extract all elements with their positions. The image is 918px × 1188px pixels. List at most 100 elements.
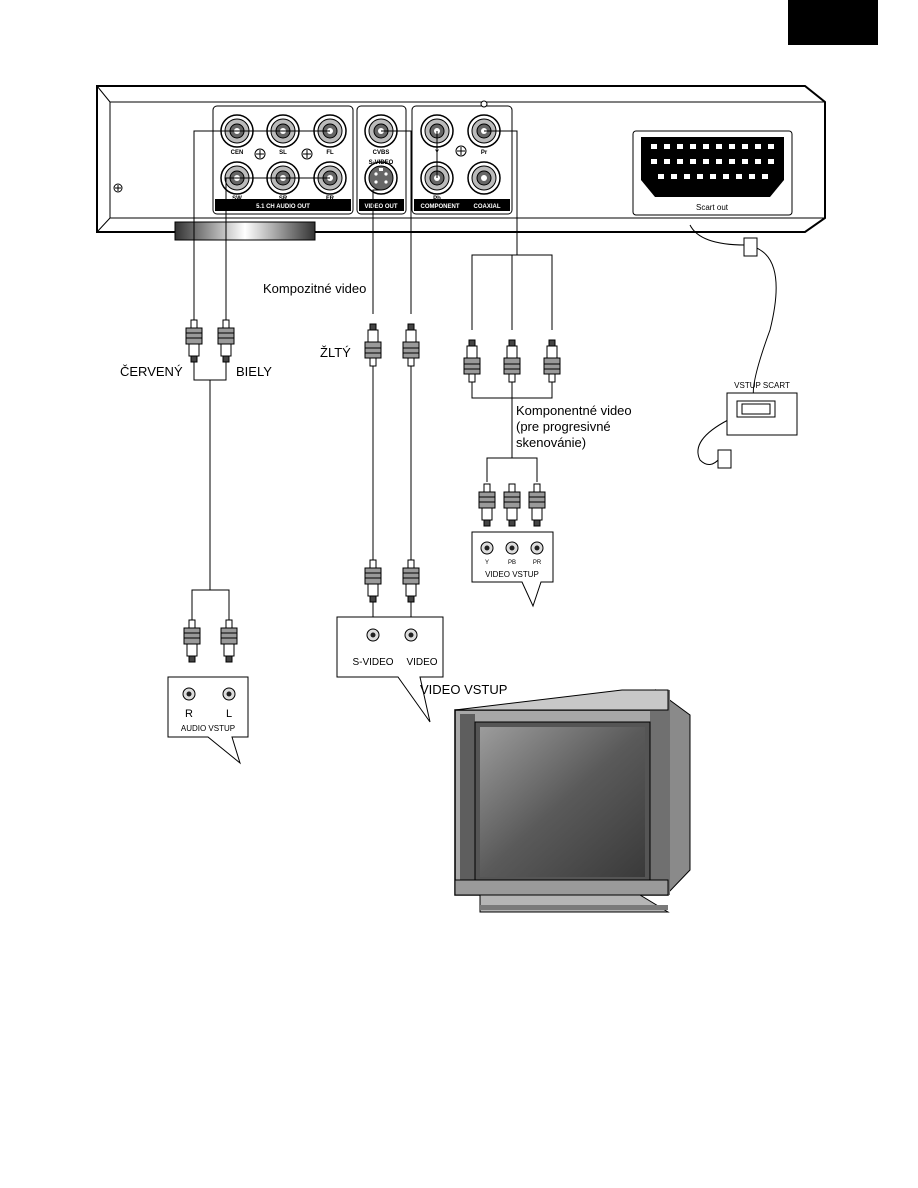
component-jack-label: Pb [433, 196, 441, 202]
component-out-group: COMPONENT COAXIAL Y Pr Pb [411, 100, 513, 215]
rca-plug-tv-video [402, 559, 420, 603]
scart-pin [768, 144, 774, 149]
tv-jack-label: VIDEO [406, 657, 437, 668]
tv-jack-pr [530, 541, 544, 555]
rca-plug-svideo [402, 323, 420, 367]
scart-pin [742, 144, 748, 149]
yellow-label: ŽLTÝ [320, 345, 351, 360]
tv-jack-label: S-VIDEO [352, 657, 393, 668]
scart-pin [664, 144, 670, 149]
s-video-jack [364, 161, 398, 195]
scart-pin [749, 174, 755, 179]
scart-pin [716, 159, 722, 164]
component-video-label-3: skenovánie) [516, 435, 586, 450]
tv-audio-title: AUDIO VSTUP [181, 724, 235, 733]
scart-pin [697, 174, 703, 179]
scart-pin [658, 174, 664, 179]
scart-pin [768, 159, 774, 164]
rca-plug-tv-pr [528, 483, 546, 527]
scart-input-panel: VSTUP SCART [726, 381, 798, 436]
scart-pin [729, 144, 735, 149]
rca-plug-component-y [463, 339, 481, 383]
scart-pin [690, 144, 696, 149]
scart-pin [716, 144, 722, 149]
audio-jack-label: CEN [231, 150, 244, 156]
rca-plug-white [217, 319, 235, 363]
rca-plug-tv-svideo [364, 559, 382, 603]
rca-plug-component-pr [543, 339, 561, 383]
tv-jack-label: Y [485, 560, 489, 566]
component-video-label-2: (pre progresivné [516, 419, 611, 434]
scart-plug-bottom [717, 449, 732, 469]
scart-pin [703, 159, 709, 164]
scart-pin [677, 159, 683, 164]
scart-pin [671, 174, 677, 179]
audio-out-group: 5.1 CH AUDIO OUT CEN SL FL SW SR FR [212, 105, 354, 215]
rca-plug-component-pb [503, 339, 521, 383]
coaxial-jack [467, 161, 501, 195]
tv-jack-label: R [185, 708, 193, 720]
tv-component-title: VIDEO VSTUP [485, 570, 539, 579]
video-group-label: VIDEO OUT [364, 204, 397, 210]
tv-jack-label: PR [533, 560, 542, 566]
audio-jack-label: FR [326, 196, 335, 202]
scart-out-connector: Scart out [632, 130, 793, 216]
rca-plug-yellow [364, 323, 382, 367]
component-group-label: COMPONENT [421, 204, 460, 210]
audio-group-label: 5.1 CH AUDIO OUT [256, 204, 310, 210]
scart-pin [677, 144, 683, 149]
audio-jack-label: SR [279, 196, 288, 202]
rca-plug-red [185, 319, 203, 363]
tv-video-callout: VIDEO VSTUP [420, 682, 507, 697]
s-video-jack-label: S-VIDEO [369, 160, 394, 166]
video-out-group: VIDEO OUT CVBS S-VIDEO [356, 105, 407, 215]
coaxial-group-label: COAXIAL [474, 204, 501, 210]
scart-pin [684, 174, 690, 179]
scart-input-label: VSTUP SCART [734, 381, 790, 390]
rca-plug-tv-pb [503, 483, 521, 527]
tv-component-input-panel: Y PB PR VIDEO VSTUP [471, 531, 554, 608]
component-video-label: Komponentné video [516, 403, 632, 418]
television [454, 688, 691, 913]
audio-jack-label: FL [326, 150, 334, 156]
white-label: BIELY [236, 364, 272, 379]
tv-jack-video [404, 628, 418, 642]
tv-jack-label: L [226, 708, 232, 720]
rca-plug-tv-y [478, 483, 496, 527]
tv-jack-label: PB [508, 560, 516, 566]
tv-video-input-panel: S-VIDEO VIDEO VIDEO VSTUP [336, 616, 507, 723]
scart-pin [742, 159, 748, 164]
scart-pin [729, 159, 735, 164]
scart-pin [690, 159, 696, 164]
tv-jack-y [480, 541, 494, 555]
scart-pin [755, 144, 761, 149]
scart-pin [710, 174, 716, 179]
audio-jack-label: SW [232, 196, 242, 202]
cvbs-jack-label: CVBS [373, 150, 390, 156]
dvd-player-back-panel: 5.1 CH AUDIO OUT CEN SL FL SW SR FR VIDE… [96, 85, 826, 241]
rca-plug-tv-l [220, 619, 238, 663]
component-jack-label: Pr [481, 150, 488, 156]
device-stand [174, 221, 316, 241]
audio-jack-label: SL [279, 150, 287, 156]
tv-jack-pb [505, 541, 519, 555]
composite-video-label: Kompozitné video [263, 281, 366, 296]
scart-out-label: Scart out [696, 203, 729, 212]
scart-pin [664, 159, 670, 164]
tv-audio-input-panel: R L AUDIO VSTUP [167, 676, 249, 765]
scart-pin [736, 174, 742, 179]
rca-plug-tv-r [183, 619, 201, 663]
tv-jack-r [182, 687, 196, 701]
cables [191, 130, 777, 630]
tv-screen [480, 727, 645, 877]
scart-pin [762, 174, 768, 179]
scart-pin [651, 144, 657, 149]
scart-pin [651, 159, 657, 164]
tv-jack-l [222, 687, 236, 701]
red-label: ČERVENÝ [120, 364, 183, 379]
tv-jack-svideo [366, 628, 380, 642]
scart-pin [723, 174, 729, 179]
page-tab-marker [788, 0, 878, 45]
scart-pin [755, 159, 761, 164]
